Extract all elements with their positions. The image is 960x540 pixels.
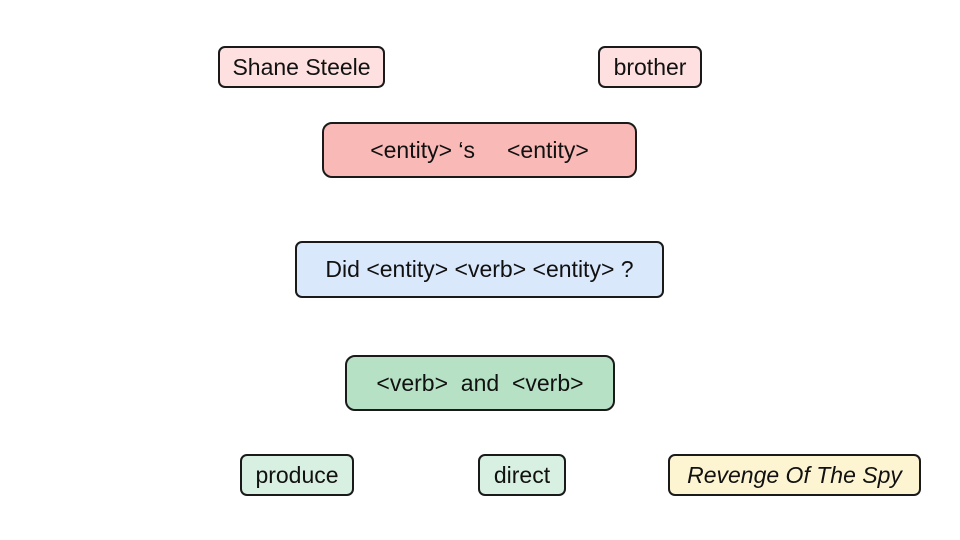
node-label: Revenge Of The Spy (687, 461, 902, 488)
node-label: <entity> ‘s <entity> (370, 136, 589, 163)
node-label: brother (613, 53, 687, 80)
entity-node-shane-steele: Shane Steele (218, 46, 385, 88)
verb-node-direct: direct (478, 454, 566, 496)
node-label: Shane Steele (232, 53, 371, 80)
node-label: produce (255, 461, 339, 488)
node-label: direct (493, 461, 551, 488)
verb-node-produce: produce (240, 454, 354, 496)
question-template-node: Did <entity> <verb> <entity> ? (295, 241, 664, 298)
node-label: Did <entity> <verb> <entity> ? (325, 256, 634, 282)
possessive-template-node: <entity> ‘s <entity> (322, 122, 637, 178)
node-label: <verb> and <verb> (376, 369, 584, 396)
entity-node-brother: brother (598, 46, 702, 88)
entity-node-movie-title: Revenge Of The Spy (668, 454, 921, 496)
conjunction-template-node: <verb> and <verb> (345, 355, 615, 411)
